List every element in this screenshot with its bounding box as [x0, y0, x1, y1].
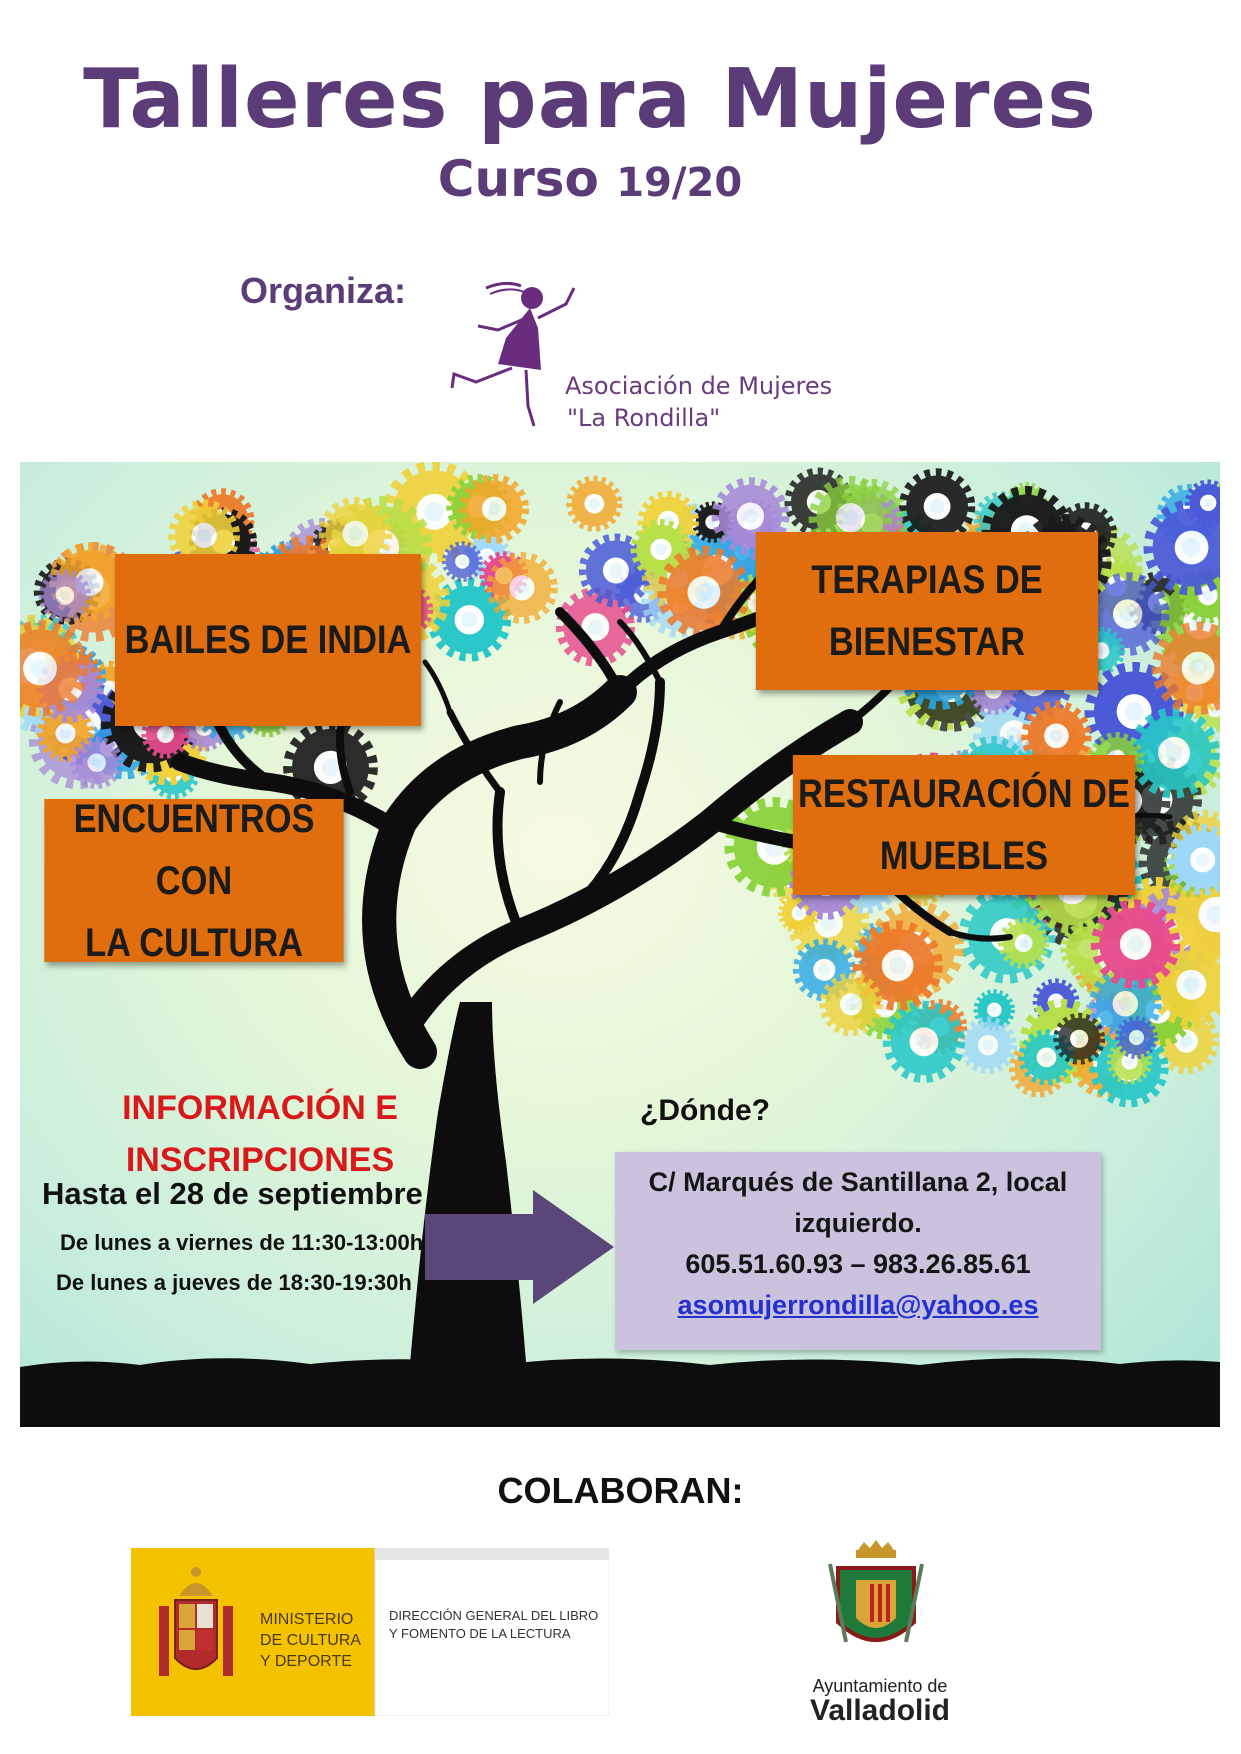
flower-icon	[906, 476, 968, 538]
arrow-right-icon	[425, 1190, 614, 1304]
email-link[interactable]: asomujerrondilla@yahoo.es	[677, 1290, 1039, 1320]
organizer-logo-line2: "La Rondilla"	[567, 404, 721, 432]
ministry-line1: MINISTERIO	[260, 1611, 353, 1628]
info-schedule-weekdays: De lunes a viernes de 11:30-13:00h	[60, 1230, 424, 1255]
organizer-logo-line1: Asociación de Mujeres	[565, 372, 833, 400]
flower-icon	[1099, 908, 1172, 981]
page-title: Talleres para Mujeres	[83, 52, 1097, 147]
city-line1: Ayuntamiento de	[813, 1676, 948, 1696]
valladolid-city-logo: Ayuntamiento de Valladolid	[810, 1540, 950, 1727]
info-heading-line2: INSCRIPCIONES	[125, 1141, 395, 1179]
tree-silhouette	[20, 558, 1220, 1427]
course-year: 19/20	[616, 160, 743, 206]
workshop-box-encuentros: ENCUENTROS CON LA CULTURA	[44, 797, 344, 965]
workshop-encuentros-line2: LA CULTURA	[85, 920, 303, 965]
location-question: ¿Dónde?	[640, 1094, 770, 1127]
flower-icon	[1058, 1018, 1100, 1060]
address-line2: izquierdo.	[794, 1208, 922, 1238]
flower-icon	[1189, 484, 1220, 522]
workshop-box-restauracion: RESTAURACIÓN DE MUEBLES	[792, 755, 1136, 895]
workshop-bailes-line1: BAILES DE INDIA	[124, 618, 412, 662]
flower-icon	[825, 979, 877, 1031]
flower-icon	[1137, 716, 1211, 790]
flower-tree-illustration	[20, 462, 1220, 1427]
flower-icon	[1119, 1020, 1154, 1055]
flower-icon	[466, 481, 522, 537]
valladolid-coat-of-arms-icon	[828, 1540, 924, 1643]
flower-icon	[44, 574, 87, 617]
workshop-encuentros-line1: ENCUENTROS CON	[73, 796, 315, 903]
info-deadline: Hasta el 28 de septiembre	[42, 1176, 423, 1211]
flower-icon	[75, 741, 118, 784]
workshops-poster: BAILES DE INDIA TERAPIAS DE BIENESTAR RE…	[20, 462, 1220, 1427]
ministry-line2: DE CULTURA	[260, 1632, 361, 1649]
info-heading-line1: INFORMACIÓN E	[122, 1089, 398, 1127]
course-subtitle: Curso 19/20	[0, 150, 1180, 208]
organizer-logo-text: Asociación de Mujeres "La Rondilla"	[565, 370, 832, 434]
course-word: Curso	[437, 150, 599, 208]
ministry-line3: Y DEPORTE	[260, 1653, 352, 1670]
workshop-box-bailes: BAILES DE INDIA	[114, 554, 422, 726]
workshop-terapias-line2: BIENESTAR	[828, 620, 1026, 664]
directorate-line2: Y FOMENTO DE LA LECTURA	[389, 1626, 571, 1641]
flower-icon	[1003, 923, 1044, 964]
organizer-label: Organiza:	[240, 270, 407, 311]
workshop-box-terapias: TERAPIAS DE BIENESTAR	[755, 532, 1099, 690]
directorate-line1: DIRECCIÓN GENERAL DEL LIBRO	[389, 1608, 598, 1623]
address-line1: C/ Marqués de Santillana 2, local	[648, 1167, 1068, 1197]
flower-icon	[965, 1022, 1012, 1069]
flower-icon	[572, 481, 618, 527]
ministry-culture-logo: MINISTERIO DE CULTURA Y DEPORTE DIRECCIÓ…	[131, 1548, 609, 1716]
workshop-restauracion-line2: MUEBLES	[879, 834, 1049, 878]
city-line2: Valladolid	[810, 1694, 950, 1727]
workshop-terapias-line1: TERAPIAS DE	[811, 558, 1043, 602]
dancing-woman-logo-icon	[450, 281, 576, 427]
flower-icon	[493, 559, 551, 617]
flower-icon	[891, 1009, 958, 1076]
spain-coat-of-arms-icon	[159, 1567, 233, 1676]
address-box: C/ Marqués de Santillana 2, local izquie…	[615, 1152, 1101, 1350]
flower-icon	[446, 545, 479, 578]
sponsors-label: COLABORAN:	[497, 1470, 744, 1511]
info-schedule-evenings: De lunes a jueves de 18:30-19:30h	[56, 1270, 412, 1295]
phone-numbers: 605.51.60.93 – 983.26.85.61	[685, 1249, 1031, 1279]
info-heading: INFORMACIÓN E INSCRIPCIONES	[60, 1082, 460, 1186]
workshop-restauracion-line1: RESTAURACIÓN DE	[798, 772, 1130, 816]
